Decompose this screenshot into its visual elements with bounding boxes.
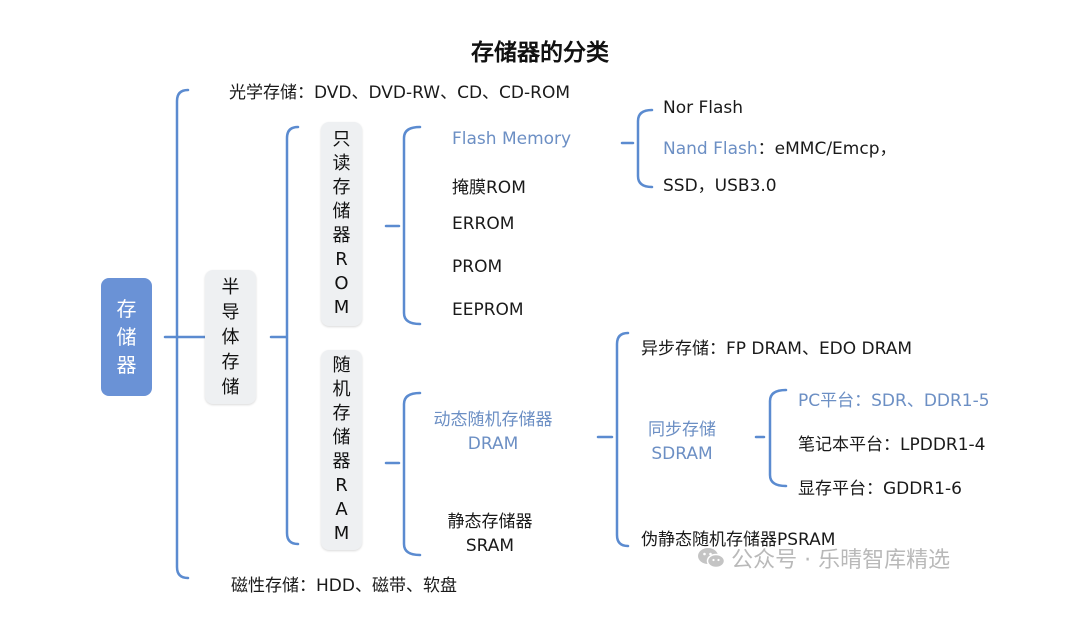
box-char: 存: [332, 177, 351, 198]
psram-label: 伪静态随机存储器PSRAM: [641, 530, 836, 550]
mask-rom-label: 掩膜ROM: [452, 178, 526, 198]
flash-bracket: [620, 108, 654, 189]
box-char: A: [335, 499, 348, 520]
ram-bracket: [384, 391, 422, 557]
box-char: M: [333, 523, 350, 544]
box-char: 机: [332, 379, 351, 400]
semiconductor-bracket: [269, 125, 300, 546]
nor-flash-label: Nor Flash: [663, 98, 744, 118]
magnetic-storage-label: 磁性存储：HDD、磁带、软盘: [231, 576, 457, 596]
dram-bracket: [596, 331, 630, 548]
page-title: 存储器的分类: [471, 40, 609, 66]
dram-name: 动态随机存储器: [433, 410, 553, 430]
semiconductor-storage-box: 半 导 体 存 储: [205, 270, 256, 404]
sdram-bracket: [754, 388, 788, 488]
nand-flash-detail: ：eMMC/Emcp，: [757, 139, 897, 159]
errom-label: ERROM: [452, 214, 515, 234]
box-char: 随: [332, 355, 351, 376]
watermark-text: 公众号 · 乐晴智库精选: [731, 548, 951, 573]
sram-abbr: SRAM: [465, 536, 515, 556]
box-char: 半: [221, 276, 240, 298]
ssd-usb-label: SSD，USB3.0: [663, 176, 777, 196]
root-char: 器: [116, 353, 137, 377]
async-storage-label: 异步存储：FP DRAM、EDO DRAM: [641, 339, 913, 359]
wechat-icon: [698, 548, 726, 569]
dram-abbr: DRAM: [467, 434, 519, 454]
box-char: 器: [332, 225, 351, 246]
rom-bracket: [384, 125, 422, 326]
sdram-abbr: SDRAM: [651, 444, 713, 464]
sram-label: 静态存储器 SRAM: [430, 510, 550, 558]
optical-storage-label: 光学存储：DVD、DVD-RW、CD、CD-ROM: [229, 83, 571, 103]
sdram-name: 同步存储: [648, 420, 716, 440]
box-char: R: [335, 475, 348, 496]
box-char: 读: [332, 153, 351, 174]
box-char: 储: [221, 376, 240, 398]
box-char: 存: [221, 351, 240, 373]
ram-box: 随 机 存 储 器 R A M: [321, 350, 362, 550]
pc-platform-label: PC平台：SDR、DDR1-5: [798, 391, 990, 411]
box-char: M: [333, 297, 350, 318]
dram-label: 动态随机存储器 DRAM: [418, 408, 568, 456]
eeprom-label: EEPROM: [452, 300, 524, 320]
flash-memory-label: Flash Memory: [452, 129, 572, 149]
box-char: 体: [221, 326, 240, 348]
root-storage-box: 存 储 器: [101, 278, 152, 396]
sram-name: 静态存储器: [447, 512, 533, 532]
root-bracket: [163, 88, 190, 580]
box-char: 器: [332, 451, 351, 472]
nand-flash-label: Nand Flash: [663, 139, 758, 159]
box-char: 储: [332, 201, 351, 222]
root-char: 储: [116, 325, 137, 349]
box-char: R: [335, 249, 348, 270]
box-char: 导: [221, 301, 240, 323]
prom-label: PROM: [452, 257, 503, 277]
watermark: 公众号 · 乐晴智库精选: [696, 542, 950, 574]
gpu-platform-label: 显存平台：GDDR1-6: [798, 479, 962, 499]
sdram-label: 同步存储 SDRAM: [632, 418, 732, 466]
box-char: 存: [332, 403, 351, 424]
box-char: 只: [332, 129, 351, 150]
root-char: 存: [116, 297, 137, 321]
box-char: O: [334, 273, 349, 294]
notebook-platform-label: 笔记本平台：LPDDR1-4: [798, 435, 986, 455]
rom-box: 只 读 存 储 器 R O M: [321, 122, 362, 326]
box-char: 储: [332, 427, 351, 448]
nand-flash-row: Nand Flash：eMMC/Emcp，: [663, 134, 897, 159]
